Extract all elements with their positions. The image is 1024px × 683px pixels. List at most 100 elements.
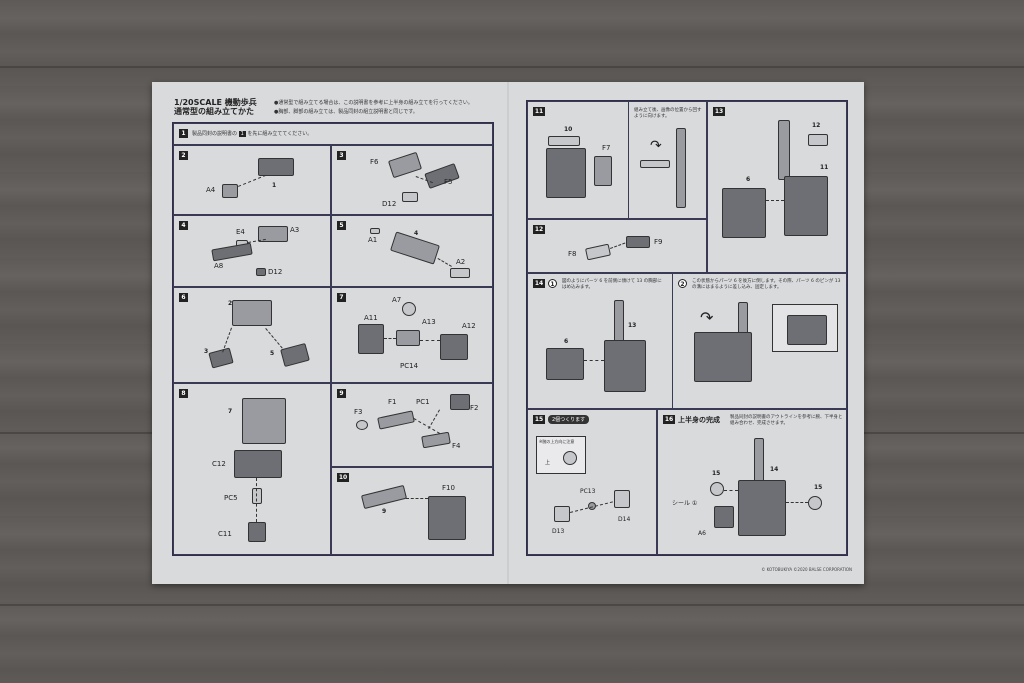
assembled-torso [694, 332, 752, 382]
callout-mark: 上 [545, 460, 551, 466]
part-label: F6 [370, 158, 379, 166]
step-13: 13 12 11 6 [707, 101, 847, 273]
part-label: A3 [290, 226, 300, 234]
step-number: 7 [337, 293, 346, 302]
instruction-sheet: 1/20SCALE 機動歩兵 通常型の組み立てかた ●通常型で組み立てる場合は、… [152, 82, 864, 584]
part-c11 [248, 522, 266, 542]
step-2: 2 A4 1 [173, 145, 331, 215]
part-f8 [585, 243, 611, 261]
quantity-tag: 2個つくります [548, 415, 590, 424]
header-note-1: ●通常型で組み立てる場合は、この説明書を参考に上半身の組み立てを行ってください。 [274, 100, 473, 106]
assembly-line [610, 242, 626, 249]
header-note-2: ●胸部、脚部の組み立ては、製品同封の組立説明書と同じです。 [274, 109, 418, 115]
part-label: 11 [820, 164, 829, 171]
step-4: 4 E4 A3 A8 D12 [173, 215, 331, 287]
floor-seam [0, 604, 1024, 606]
step-number: 9 [337, 389, 346, 398]
gun-barrel [754, 438, 764, 484]
part-label: シール ① [672, 500, 698, 507]
part-label: F7 [602, 144, 611, 152]
part-label: D13 [552, 528, 565, 535]
part-d12 [256, 268, 266, 276]
rotating-part [640, 160, 670, 168]
part-label: A4 [206, 186, 216, 194]
step-11-divider [628, 102, 629, 220]
step-1-text: 製品同封の説明書の 1 を先に組み立ててください。 [192, 130, 312, 137]
step-number: 14 [533, 279, 545, 288]
assembly-line [238, 174, 267, 187]
part-13 [604, 340, 646, 392]
step-number: 6 [179, 293, 188, 302]
part-label: 1 [272, 182, 277, 189]
assembly-line [265, 328, 283, 349]
part-label: A12 [462, 322, 476, 330]
title-line-1: 1/20SCALE 機動歩兵 [174, 98, 257, 107]
part-label: 15 [712, 470, 721, 477]
part-label: 6 [564, 338, 569, 345]
part-label: A1 [368, 236, 378, 244]
part-label: 4 [414, 230, 419, 237]
assembly-line [384, 338, 396, 339]
part-a2 [450, 268, 470, 278]
copyright: © KOTOBUKIYA ©2020 BALSE CORPORATION [761, 567, 852, 572]
part-pc13 [588, 502, 596, 510]
step-number: 1 [179, 129, 188, 138]
part-label: 10 [564, 126, 573, 133]
part-label: A8 [214, 262, 224, 270]
step-3: 3 F6 F5 D12 [331, 145, 493, 215]
part-a8 [211, 242, 253, 262]
step-10: 10 F10 9 [331, 467, 493, 555]
part-a6 [714, 506, 734, 528]
part-label: F9 [654, 238, 663, 246]
assembly-line [584, 360, 604, 361]
part-label: A6 [698, 530, 706, 537]
part-label: F1 [388, 398, 397, 406]
orientation-callout: ※腕の上方向に注意 上 [536, 436, 586, 474]
sub-step-2-text: この状態からパーツ 6 を後方に倒します。その際、パーツ 6 のピンが 13 の… [692, 279, 841, 290]
part-9 [360, 484, 408, 510]
step-number: 4 [179, 221, 188, 230]
sub-step-number: 1 [548, 279, 557, 288]
step-number: 13 [713, 107, 725, 116]
part-f4 [421, 431, 451, 449]
step-1: 1 製品同封の説明書の 1 を先に組み立ててください。 [173, 123, 493, 145]
part-f3 [356, 420, 368, 430]
sub-step-1-text: 図のようにパーツ 6 を前側に傾けて 13 の胸部にはめ込みます。 [562, 279, 662, 290]
right-steps-frame: 11 10 F7 組み立て後、画像の位置から回すように向けます。 ↷ 13 12… [526, 100, 848, 556]
step-15: 15 2個つくります ※腕の上方向に注意 上 PC13 D14 D13 [527, 409, 657, 555]
part-label: PC1 [416, 398, 430, 406]
part-a11 [358, 324, 384, 354]
part-a3 [258, 226, 288, 242]
part-label: 6 [746, 176, 751, 183]
step-number: 3 [337, 151, 346, 160]
part-label: 2 [228, 300, 233, 307]
part-label: A13 [422, 318, 436, 326]
part-1 [258, 158, 294, 176]
part-label: F8 [568, 250, 577, 258]
step-9: 9 F1 PC1 F2 F3 F4 [331, 383, 493, 467]
part-d12 [402, 192, 418, 202]
part-a13 [396, 330, 420, 346]
callout-part [563, 451, 577, 465]
assembly-line [786, 502, 808, 503]
step-11-note: 組み立て後、画像の位置から回すように向けます。 [634, 108, 702, 119]
part-12 [808, 134, 828, 146]
assembly-line [420, 340, 440, 341]
assembly-line [428, 409, 440, 430]
part-2 [232, 300, 272, 326]
part-15-left [710, 482, 724, 496]
gun-barrel [778, 120, 790, 180]
part-label: A11 [364, 314, 378, 322]
left-steps-frame: 1 製品同封の説明書の 1 を先に組み立ててください。 2 A4 1 3 F6 … [172, 122, 494, 556]
page-title: 1/20SCALE 機動歩兵 通常型の組み立てかた [174, 98, 257, 116]
part-label: 9 [382, 508, 387, 515]
rotate-arrow-icon: ↷ [650, 138, 662, 154]
part-10-top [548, 136, 580, 146]
completed-upper-body [738, 480, 786, 536]
step-5: 5 A1 4 A2 [331, 215, 493, 287]
assembly-line [256, 478, 257, 522]
part-label: E4 [236, 228, 245, 236]
step-7: 7 A7 A11 A13 A12 PC14 [331, 287, 493, 383]
part-label: PC13 [580, 488, 596, 495]
detail-part [787, 315, 827, 345]
